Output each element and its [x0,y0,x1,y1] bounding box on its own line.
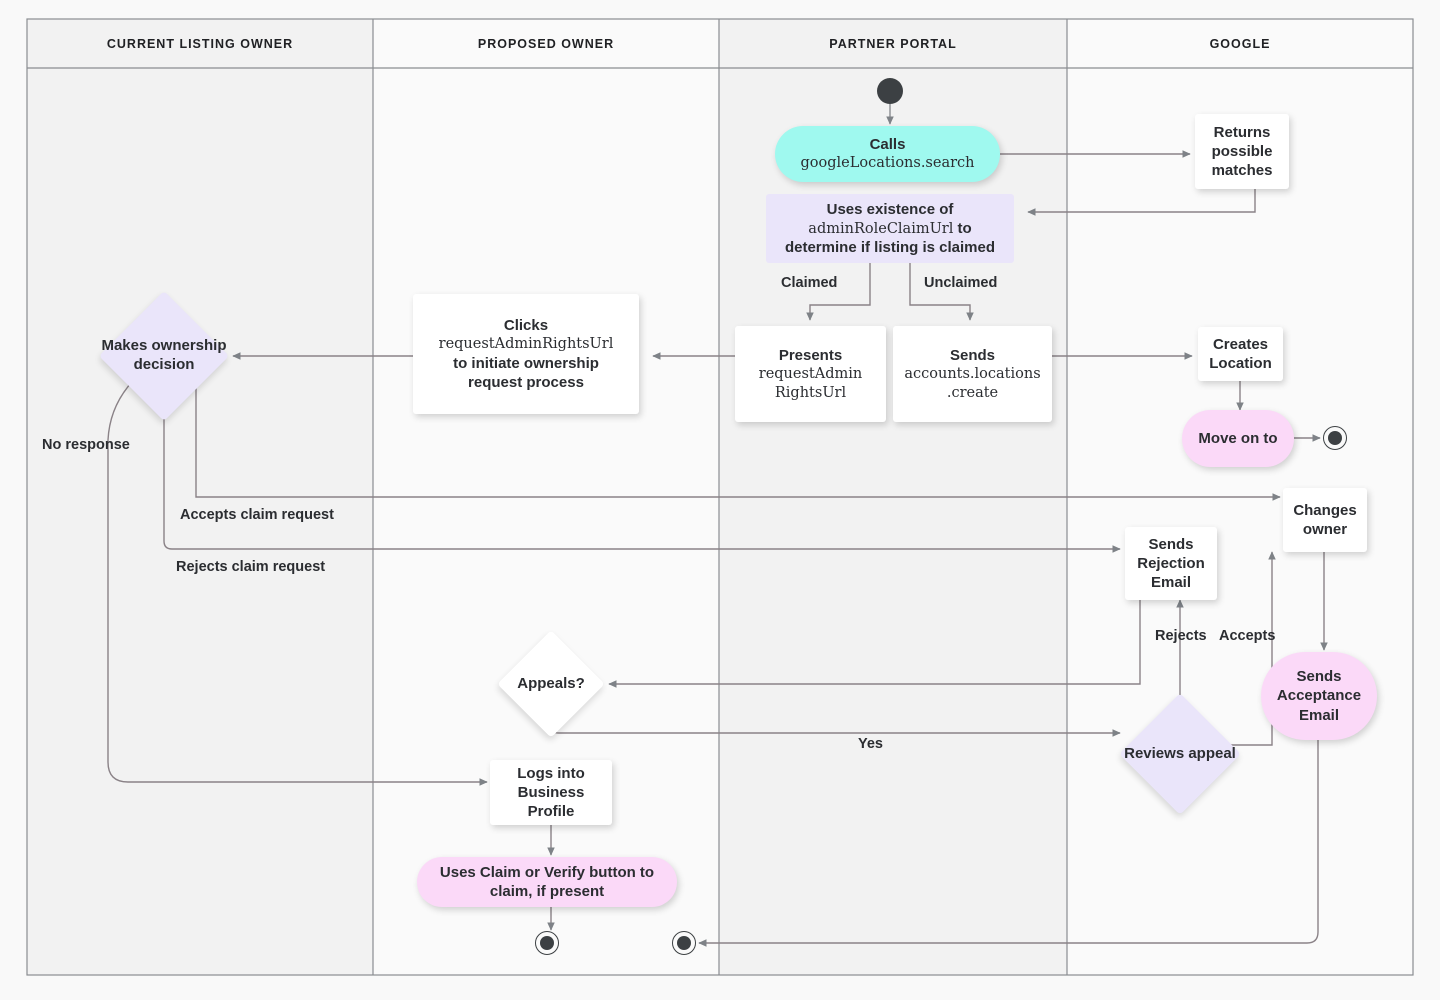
edge-label-rejects: Rejects [1155,628,1207,644]
node-calls-line2: googleLocations.search [800,155,975,172]
end-node-proposed-owner-inner [540,936,554,950]
node-sends-create-line3: .create [946,384,999,401]
edge-label-claimed: Claimed [781,275,838,291]
node-calls-google-locations-search[interactable]: Calls googleLocations.search [775,126,1000,182]
end-node-partner-portal [672,931,696,955]
reviews-appeal-label: Reviews appeal [1124,744,1236,762]
node-presents-line3: RightsUrl [774,384,847,401]
node-creates-location[interactable]: Creates Location [1198,327,1283,381]
end-node-partner-portal-inner [677,936,691,950]
node-sends-rejection-email[interactable]: Sends Rejection Email [1125,527,1217,600]
node-sends-rejection-email-label: Sends Rejection Email [1137,535,1205,592]
node-presents-request-admin-rights-url[interactable]: Presents requestAdmin RightsUrl [735,326,886,422]
lane-label-google: GOOGLE [1209,36,1271,51]
edge-label-accepts: Accepts [1219,628,1276,644]
node-uses-claim-or-verify-button[interactable]: Uses Claim or Verify button to claim, if… [417,857,677,907]
node-reviews-appeal[interactable]: Reviews appeal [1119,693,1241,815]
node-returns-possible-matches[interactable]: Returns possible matches [1195,114,1289,189]
lane-header-bg-1 [373,19,719,68]
node-uses-existence-line3: to determine if listing is claimed [784,219,996,257]
node-uses-existence-admin-role-claim-url[interactable]: Uses existence of adminRoleClaimUrl to d… [766,194,1014,263]
node-sends-accounts-locations-create[interactable]: Sends accounts.locations .create [893,326,1052,422]
lane-label-current-listing-owner: CURRENT LISTING OWNER [106,36,294,51]
appeals-label: Appeals? [517,674,585,692]
node-makes-ownership-decision[interactable]: Makes ownership decision [98,290,230,422]
node-logs-into-business-profile-label: Logs into Business Profile [517,764,585,821]
end-node-google-inner [1328,431,1342,445]
edge-label-yes: Yes [858,736,883,752]
node-changes-owner-label: Changes owner [1293,501,1357,538]
edge-label-accepts-claim-request: Accepts claim request [180,507,334,523]
node-logs-into-business-profile[interactable]: Logs into Business Profile [490,760,612,825]
node-sends-create-line2: accounts.locations [904,366,1041,383]
node-uses-claim-label: Uses Claim or Verify button to claim, if… [439,863,655,900]
node-clicks-line4: request process [468,373,584,391]
makes-ownership-decision-label: Makes ownership decision [101,337,227,373]
node-clicks-line3: to initiate ownership [453,354,599,372]
node-presents-line1: Presents [778,346,843,364]
node-move-on-to-label: Move on to [1198,429,1278,447]
node-sends-acceptance-email[interactable]: Sends Acceptance Email [1261,652,1377,740]
node-changes-owner[interactable]: Changes owner [1283,488,1367,552]
lane-bg-current-listing-owner [27,68,373,975]
lane-label-proposed-owner: PROPOSED OWNER [477,36,615,51]
start-node-partner-portal [877,78,903,104]
lane-label-partner-portal: PARTNER PORTAL [829,36,957,51]
lane-header-bg-2 [719,19,1067,68]
node-creates-location-label: Creates Location [1209,335,1272,372]
node-returns-possible-matches-label: Returns possible matches [1211,123,1273,180]
node-clicks-line2: requestAdminRightsUrl [438,336,614,353]
node-uses-existence-line2-wrap: adminRoleClaimUrl to determine if listin… [772,219,1008,258]
node-uses-existence-mono: adminRoleClaimUrl [808,220,954,237]
node-sends-create-line1: Sends [949,346,995,364]
edge-label-rejects-claim-request: Rejects claim request [176,559,326,575]
node-presents-line2: requestAdmin [758,366,863,383]
lane-header-bg-3 [1067,19,1413,68]
node-appeals[interactable]: Appeals? [497,630,605,738]
node-sends-acceptance-email-label: Sends Acceptance Email [1276,668,1362,724]
node-move-on-to[interactable]: Move on to [1182,410,1294,467]
edge-label-unclaimed: Unclaimed [924,275,998,291]
lane-header-bg-0 [27,19,373,68]
node-calls-line1: Calls [869,136,906,154]
node-uses-existence-line1: Uses existence of [826,200,954,218]
node-clicks-line1: Clicks [503,316,549,334]
node-clicks-request-admin-rights-url[interactable]: Clicks requestAdminRightsUrl to initiate… [413,294,639,414]
edge-label-no-response: No response [42,437,130,453]
